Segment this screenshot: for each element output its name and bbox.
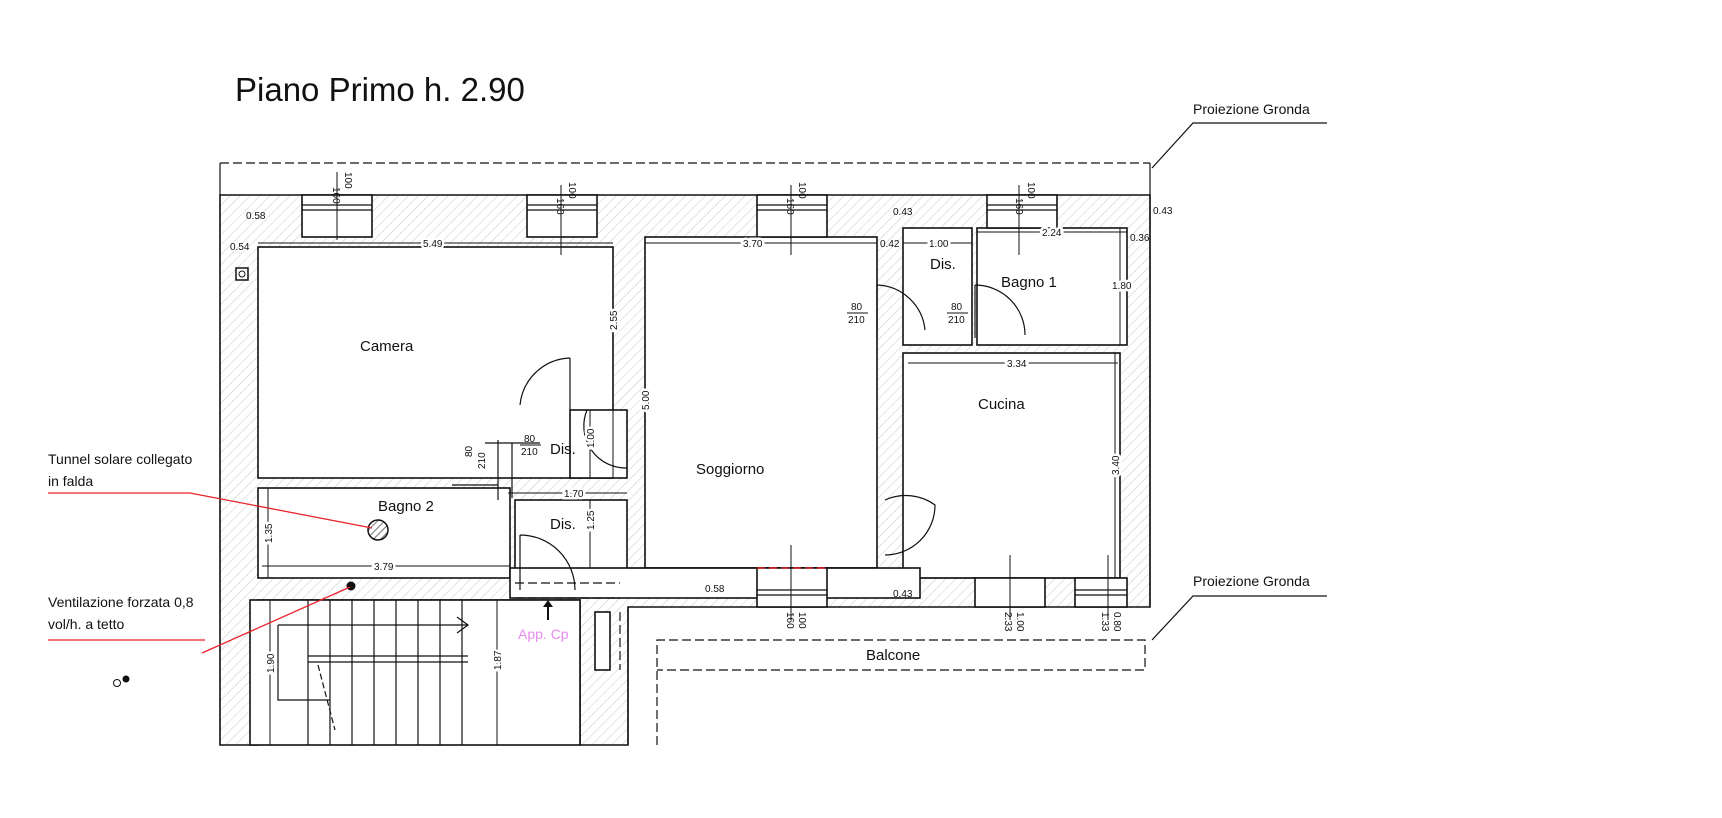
label-cucina: Cucina	[978, 396, 1025, 413]
window	[526, 185, 598, 255]
label-dis-mid: Dis.	[550, 441, 576, 458]
window-width-label: 1.00	[1014, 612, 1025, 632]
room-cucina	[902, 352, 1121, 579]
dim-label: 5.00	[641, 390, 652, 410]
dim-label: 3.79	[374, 562, 394, 573]
window	[1074, 555, 1128, 620]
window-width-label: 100	[796, 612, 807, 629]
dim-label: 1.00	[586, 428, 597, 448]
window	[974, 555, 1046, 620]
dim-label: 0.42	[880, 239, 900, 250]
solar-tunnel-icon	[367, 519, 389, 541]
dim-label: 1.80	[1112, 281, 1132, 292]
dim-label: 1.87	[493, 650, 504, 670]
window-height-label: 160	[1013, 198, 1024, 215]
window	[756, 545, 828, 620]
dim-label: 1.00	[929, 239, 949, 250]
dimension-lines	[258, 228, 1127, 745]
balcony	[627, 607, 1146, 745]
door-width-label: 80	[851, 302, 863, 313]
dim-label: 0.36	[1130, 233, 1150, 244]
dim-label: 2.24	[1042, 228, 1062, 239]
label-app-cp: App. Cp	[518, 626, 569, 642]
window-height-label: 160	[330, 187, 341, 204]
annotations: Tunnel solare collegato in falda Ventila…	[48, 101, 1327, 654]
dim-label: 0.43	[893, 207, 913, 218]
gronda-label-top: Proiezione Gronda	[1193, 101, 1310, 117]
window-height-label: 160	[784, 612, 795, 629]
walls	[219, 194, 1151, 746]
gronda-label-bottom: Proiezione Gronda	[1193, 573, 1310, 589]
label-camera: Camera	[360, 338, 414, 355]
arrow-up-icon	[543, 600, 553, 607]
room-dis-top	[902, 227, 973, 346]
window-height-label: 160	[784, 198, 795, 215]
label-balcone: Balcone	[866, 647, 920, 664]
ventilation-note: vol/h. a tetto	[48, 616, 124, 632]
stairs	[277, 600, 611, 745]
label-soggiorno: Soggiorno	[696, 461, 764, 478]
label-dis-low: Dis.	[550, 516, 576, 533]
stair-well	[249, 599, 581, 746]
window	[301, 172, 373, 240]
legend-symbol-icon	[113, 679, 121, 687]
dim-label: 2.55	[609, 310, 620, 330]
window-width-label: 0.80	[1111, 612, 1122, 632]
chimney-icon-inner	[238, 270, 246, 278]
dim-label: 1.70	[564, 489, 584, 500]
dim-label: 3.34	[1007, 359, 1027, 370]
window-height-label: 2.33	[1002, 612, 1013, 632]
dim-label: 0.43	[1153, 206, 1173, 217]
door-height-label: 210	[848, 315, 865, 326]
ventilation-note: Ventilazione forzata 0,8	[48, 594, 194, 610]
dim-label: 1.35	[264, 523, 275, 543]
label-bagno1: Bagno 1	[1001, 274, 1057, 291]
window-width-label: 100	[566, 182, 577, 199]
door-width-label: 80	[524, 434, 536, 445]
dim-label: 1.25	[586, 510, 597, 530]
windows	[301, 172, 1128, 620]
dim-label: 0.58	[246, 211, 266, 222]
label-bagno2: Bagno 2	[378, 498, 434, 515]
dim-label: 1.90	[266, 653, 277, 673]
dim-label: 5.49	[423, 239, 443, 250]
window	[986, 185, 1058, 255]
room-dis-low	[514, 499, 628, 571]
dim-label: 3.40	[1111, 455, 1122, 475]
window-width-label: 100	[796, 182, 807, 199]
page-title: Piano Primo h. 2.90	[235, 71, 525, 108]
door-height-label: 210	[477, 452, 488, 469]
room-labels: Camera Soggiorno Cucina Bagno 1 Bagno 2 …	[360, 256, 1057, 664]
tunnel-note: Tunnel solare collegato	[48, 451, 192, 467]
dim-label: 0.54	[230, 242, 250, 253]
window-height-label: 160	[554, 198, 565, 215]
door-height-label: 210	[948, 315, 965, 326]
room-camera	[257, 246, 614, 479]
ventilation-icon	[346, 581, 356, 591]
window-width-label: 100	[342, 172, 353, 189]
dimension-labels: 0.58 0.54 5.49 3.70 0.42 1.00 2.24 0.36 …	[230, 172, 1173, 676]
dim-label: 0.58	[705, 584, 725, 595]
window-height-label: 1.33	[1099, 612, 1110, 632]
door-width-label: 80	[951, 302, 963, 313]
dim-label: 3.70	[743, 239, 763, 250]
door-width-label: 80	[464, 445, 475, 457]
tunnel-note: in falda	[48, 473, 93, 489]
room-soggiorno	[644, 236, 878, 569]
room-bagno1	[976, 227, 1128, 346]
dim-label: 0.43	[893, 589, 913, 600]
window-width-label: 100	[1025, 182, 1036, 199]
label-dis-top: Dis.	[930, 256, 956, 273]
legend-symbol-icon-filled	[122, 675, 130, 683]
doors	[452, 284, 1026, 670]
chimney-icon	[235, 267, 249, 281]
door-height-label: 210	[521, 447, 538, 458]
